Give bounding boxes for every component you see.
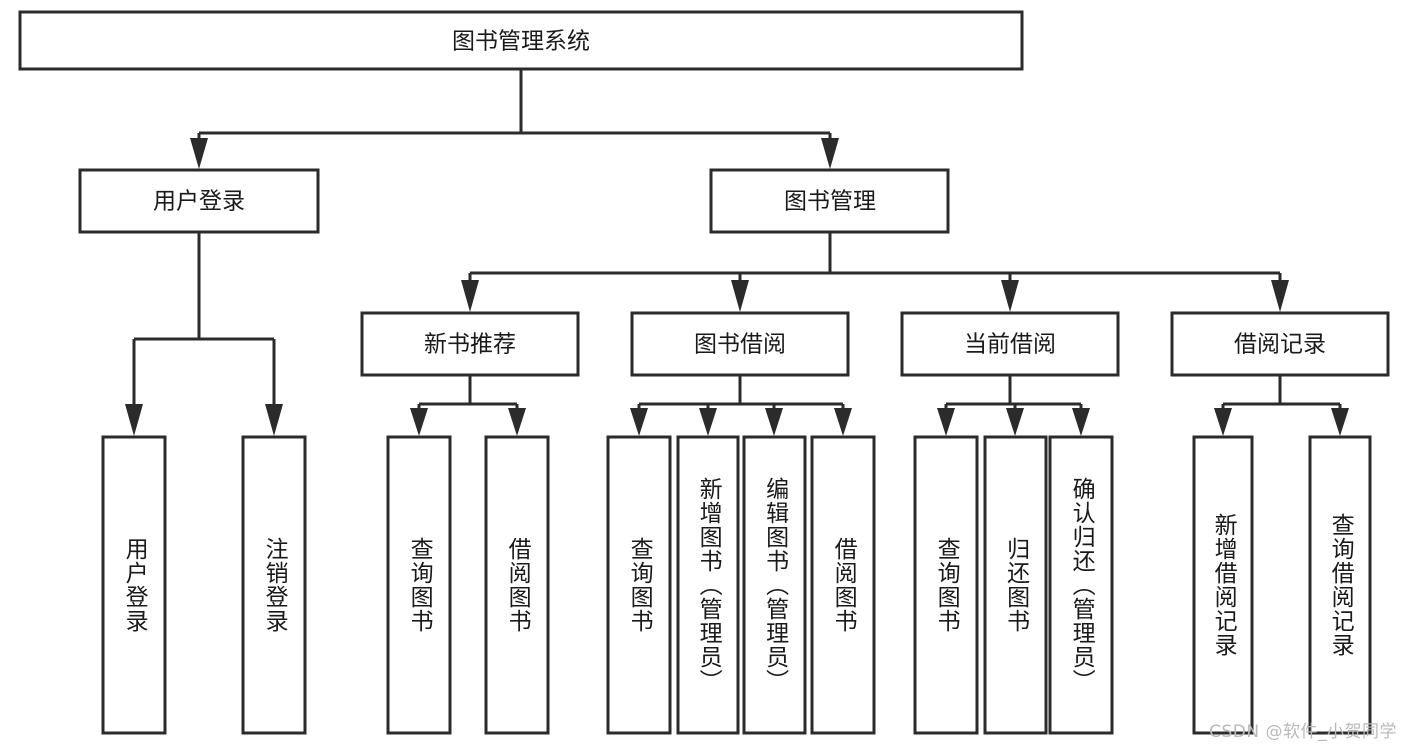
arrow-to-borrow-record [1271, 280, 1289, 312]
node-book-borrow-label: 图书借阅 [694, 332, 786, 358]
arrow-to-leaf-logout [265, 404, 283, 436]
leaf-box-borrow-book-1[interactable] [484, 435, 550, 735]
arrow-to-leaf-query-book-2 [630, 408, 648, 436]
leaf-box-query-book-2[interactable] [606, 435, 672, 735]
leaf-box-query-book-3[interactable] [913, 435, 979, 735]
leaf-box-add-record[interactable] [1192, 435, 1254, 735]
node-borrow-record-label: 借阅记录 [1234, 332, 1326, 358]
node-current-borrow-label: 当前借阅 [964, 332, 1056, 358]
arrow-to-new-book-rec [461, 280, 479, 312]
node-new-book-recommend[interactable]: 新书推荐 [360, 311, 580, 377]
arrow-to-leaf-user-login [125, 404, 143, 436]
arrow-to-leaf-borrow-book-1 [508, 408, 526, 436]
csdn-watermark: CSDN @软件_小贺同学 [1209, 722, 1397, 742]
arrow-to-leaf-query-book-1 [410, 408, 428, 436]
node-borrow-record-box[interactable] [1170, 311, 1390, 377]
leaf-box-borrow-book-2[interactable] [810, 435, 876, 735]
node-new-book-recommend-label: 新书推荐 [424, 332, 516, 358]
node-borrow-record[interactable]: 借阅记录 [1170, 311, 1390, 377]
arrow-to-current-borrow [1001, 280, 1019, 312]
arrow-to-user-login [190, 138, 208, 169]
node-book-management[interactable]: 图书管理 [709, 168, 950, 234]
arrow-to-leaf-add-book [699, 408, 717, 436]
arrow-to-leaf-edit-book [765, 408, 783, 436]
node-book-management-label: 图书管理 [784, 189, 876, 215]
node-current-borrow-box[interactable] [900, 311, 1120, 377]
node-root[interactable]: 图书管理系统 [18, 10, 1024, 71]
leaf-box-edit-book[interactable] [742, 435, 807, 735]
leaf-box-user-login[interactable] [101, 435, 167, 735]
leaf-box-add-book[interactable] [676, 435, 740, 735]
leaf-box-query-book-1[interactable] [386, 435, 452, 735]
leaf-box-layer [101, 435, 1372, 735]
arrow-to-leaf-confirm-return [1072, 408, 1090, 436]
node-root-box[interactable] [18, 10, 1024, 71]
arrow-to-leaf-query-book-3 [937, 408, 955, 436]
node-book-borrow-box[interactable] [630, 311, 850, 377]
leaf-box-confirm-return[interactable] [1048, 435, 1114, 735]
node-root-label: 图书管理系统 [452, 29, 590, 55]
node-new-book-recommend-box[interactable] [360, 311, 580, 377]
arrow-to-book-mgmt [821, 138, 839, 169]
arrow-to-leaf-return-book [1006, 408, 1024, 436]
arrow-to-leaf-query-record [1331, 408, 1349, 436]
node-user-login-label: 用户登录 [153, 189, 245, 215]
node-book-management-box[interactable] [709, 168, 950, 234]
leaf-box-logout[interactable] [241, 435, 307, 735]
node-user-login[interactable]: 用户登录 [78, 168, 320, 234]
node-current-borrow[interactable]: 当前借阅 [900, 311, 1120, 377]
node-user-login-box[interactable] [78, 168, 320, 234]
node-book-borrow[interactable]: 图书借阅 [630, 311, 850, 377]
connector-layer [125, 69, 1349, 436]
arrow-to-leaf-add-record [1214, 408, 1232, 436]
leaf-box-return-book[interactable] [983, 435, 1048, 735]
arrow-to-book-borrow [731, 280, 749, 312]
leaf-box-query-record[interactable] [1308, 435, 1372, 735]
arrow-to-leaf-borrow-book-2 [834, 408, 852, 436]
